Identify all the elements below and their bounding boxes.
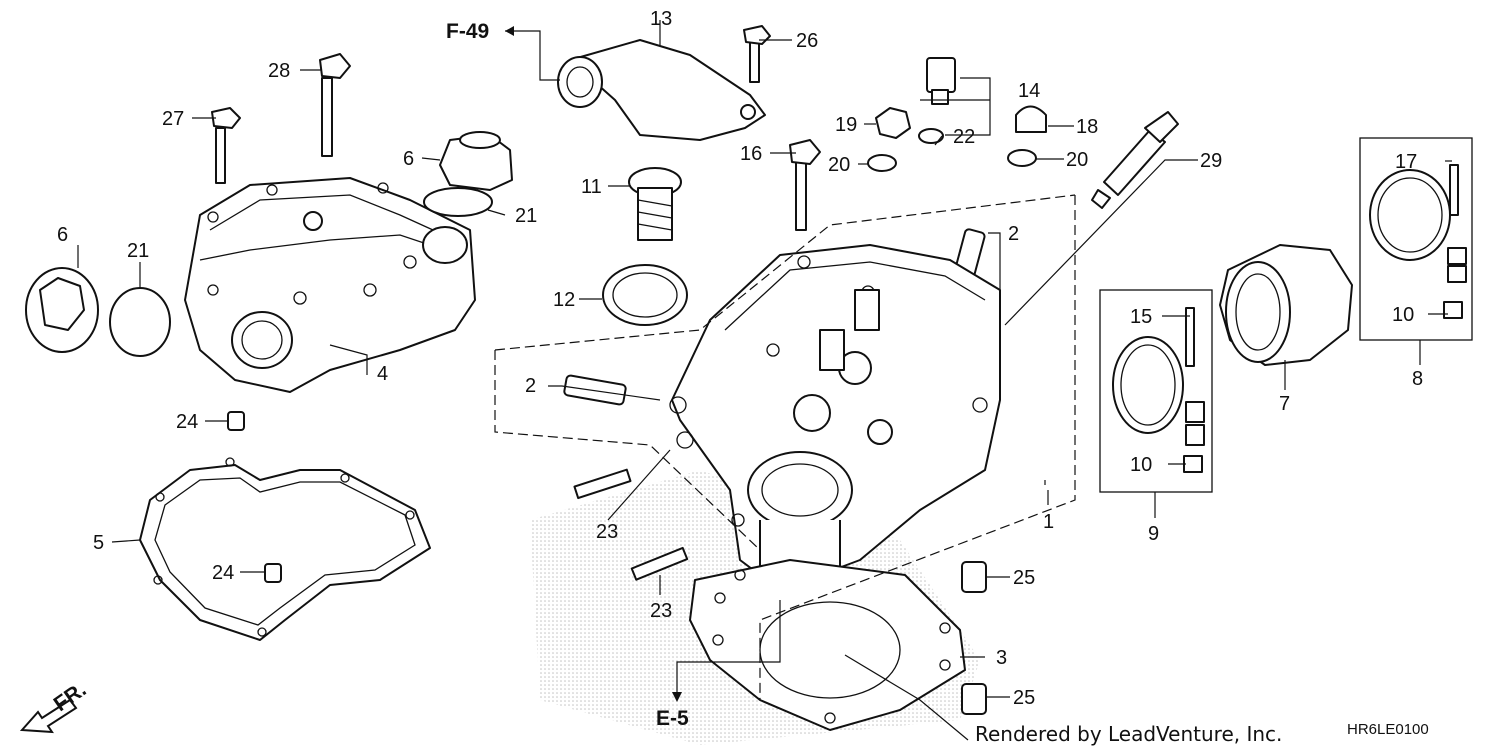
washer-20b xyxy=(1007,149,1037,167)
callout-19[interactable]: 19 xyxy=(835,114,857,136)
washer-22 xyxy=(918,128,944,144)
callout-11[interactable]: 11 xyxy=(581,176,602,198)
callout-18[interactable]: 18 xyxy=(1076,116,1098,138)
callout-9[interactable]: 9 xyxy=(1148,523,1159,545)
cylinder-head-gasket xyxy=(689,559,966,731)
dowel-pin-25b xyxy=(961,683,987,715)
diagram-part-code: HR6LE0100 xyxy=(1347,721,1429,738)
bolt-16 xyxy=(789,139,821,231)
callout-25-lower[interactable]: 25 xyxy=(1013,687,1035,709)
callout-21-left[interactable]: 21 xyxy=(127,240,149,262)
e5-arrow-icon xyxy=(672,692,682,702)
f49-arrow-icon xyxy=(505,26,514,36)
stud-bolt-23b xyxy=(630,546,689,581)
callout-28[interactable]: 28 xyxy=(268,60,290,82)
callout-24-upper[interactable]: 24 xyxy=(176,411,198,433)
callout-10-mid[interactable]: 10 xyxy=(1130,454,1152,476)
callout-15[interactable]: 15 xyxy=(1130,306,1152,328)
washer-20a xyxy=(867,154,897,172)
dowel-pin-24b xyxy=(264,563,282,583)
assembly-outline xyxy=(494,194,1076,700)
cap-nut-19 xyxy=(875,107,911,139)
callout-1[interactable]: 1 xyxy=(1043,511,1054,533)
callout-6-top[interactable]: 6 xyxy=(403,148,414,170)
callout-26[interactable]: 26 xyxy=(796,30,818,52)
callout-27[interactable]: 27 xyxy=(162,108,184,130)
dowel-pin-25a xyxy=(961,561,987,593)
temperature-sensor xyxy=(926,57,956,105)
cap-nut-18 xyxy=(1015,105,1047,133)
callout-13[interactable]: 13 xyxy=(650,8,672,30)
callout-6-left[interactable]: 6 xyxy=(57,224,68,246)
spark-plug xyxy=(1091,111,1179,209)
callout-5[interactable]: 5 xyxy=(93,532,104,554)
bolt-26 xyxy=(743,25,771,83)
o-ring-top xyxy=(423,187,493,217)
callout-10-right[interactable]: 10 xyxy=(1392,304,1414,326)
band-group-8 xyxy=(1359,137,1473,341)
band-group-9 xyxy=(1099,289,1213,493)
bolt-28 xyxy=(319,53,351,157)
oil-filler-cap-top xyxy=(439,131,513,191)
thermostat-cover xyxy=(557,39,766,141)
callout-2-upper[interactable]: 2 xyxy=(1008,223,1019,245)
o-ring-left xyxy=(109,287,171,357)
callout-21-top[interactable]: 21 xyxy=(515,205,537,227)
callout-7[interactable]: 7 xyxy=(1279,393,1290,415)
callout-17[interactable]: 17 xyxy=(1395,151,1417,173)
dowel-pin-24a xyxy=(227,411,245,431)
callout-20-right[interactable]: 20 xyxy=(1066,149,1088,171)
callout-12[interactable]: 12 xyxy=(553,289,575,311)
valve-guide-lower xyxy=(563,374,627,406)
callout-25-upper[interactable]: 25 xyxy=(1013,567,1035,589)
callout-2-lower[interactable]: 2 xyxy=(525,375,536,397)
front-direction-arrow-icon xyxy=(19,698,78,734)
callout-4[interactable]: 4 xyxy=(377,363,388,385)
callout-23-upper[interactable]: 23 xyxy=(596,521,618,543)
reference-e5[interactable]: E-5 xyxy=(656,707,689,730)
callout-23-lower[interactable]: 23 xyxy=(650,600,672,622)
cylinder-head-cover xyxy=(184,177,476,393)
reference-f49[interactable]: F-49 xyxy=(446,20,489,43)
intake-insulator xyxy=(1219,244,1353,366)
head-cover-gasket xyxy=(139,457,431,641)
callout-29[interactable]: 29 xyxy=(1200,150,1222,172)
callout-20-left[interactable]: 20 xyxy=(828,154,850,176)
callout-14[interactable]: 14 xyxy=(1018,80,1040,102)
callout-22[interactable]: 22 xyxy=(953,126,975,148)
thermostat-seal xyxy=(602,264,688,326)
thermostat xyxy=(628,167,682,241)
stud-bolt-23a xyxy=(573,468,632,500)
callout-16[interactable]: 16 xyxy=(740,143,762,165)
callout-labels: 1 2 2 3 4 5 6 6 7 8 9 10 10 11 12 13 14 … xyxy=(57,8,1423,709)
callout-3[interactable]: 3 xyxy=(996,647,1007,669)
bolt-27 xyxy=(211,107,241,184)
leader-lines xyxy=(77,20,1452,741)
cylinder-head xyxy=(669,244,1001,603)
callout-24-lower[interactable]: 24 xyxy=(212,562,234,584)
callout-8[interactable]: 8 xyxy=(1412,368,1423,390)
render-credit: Rendered by LeadVenture, Inc. xyxy=(975,722,1282,746)
oil-filler-cap-left xyxy=(25,267,99,353)
